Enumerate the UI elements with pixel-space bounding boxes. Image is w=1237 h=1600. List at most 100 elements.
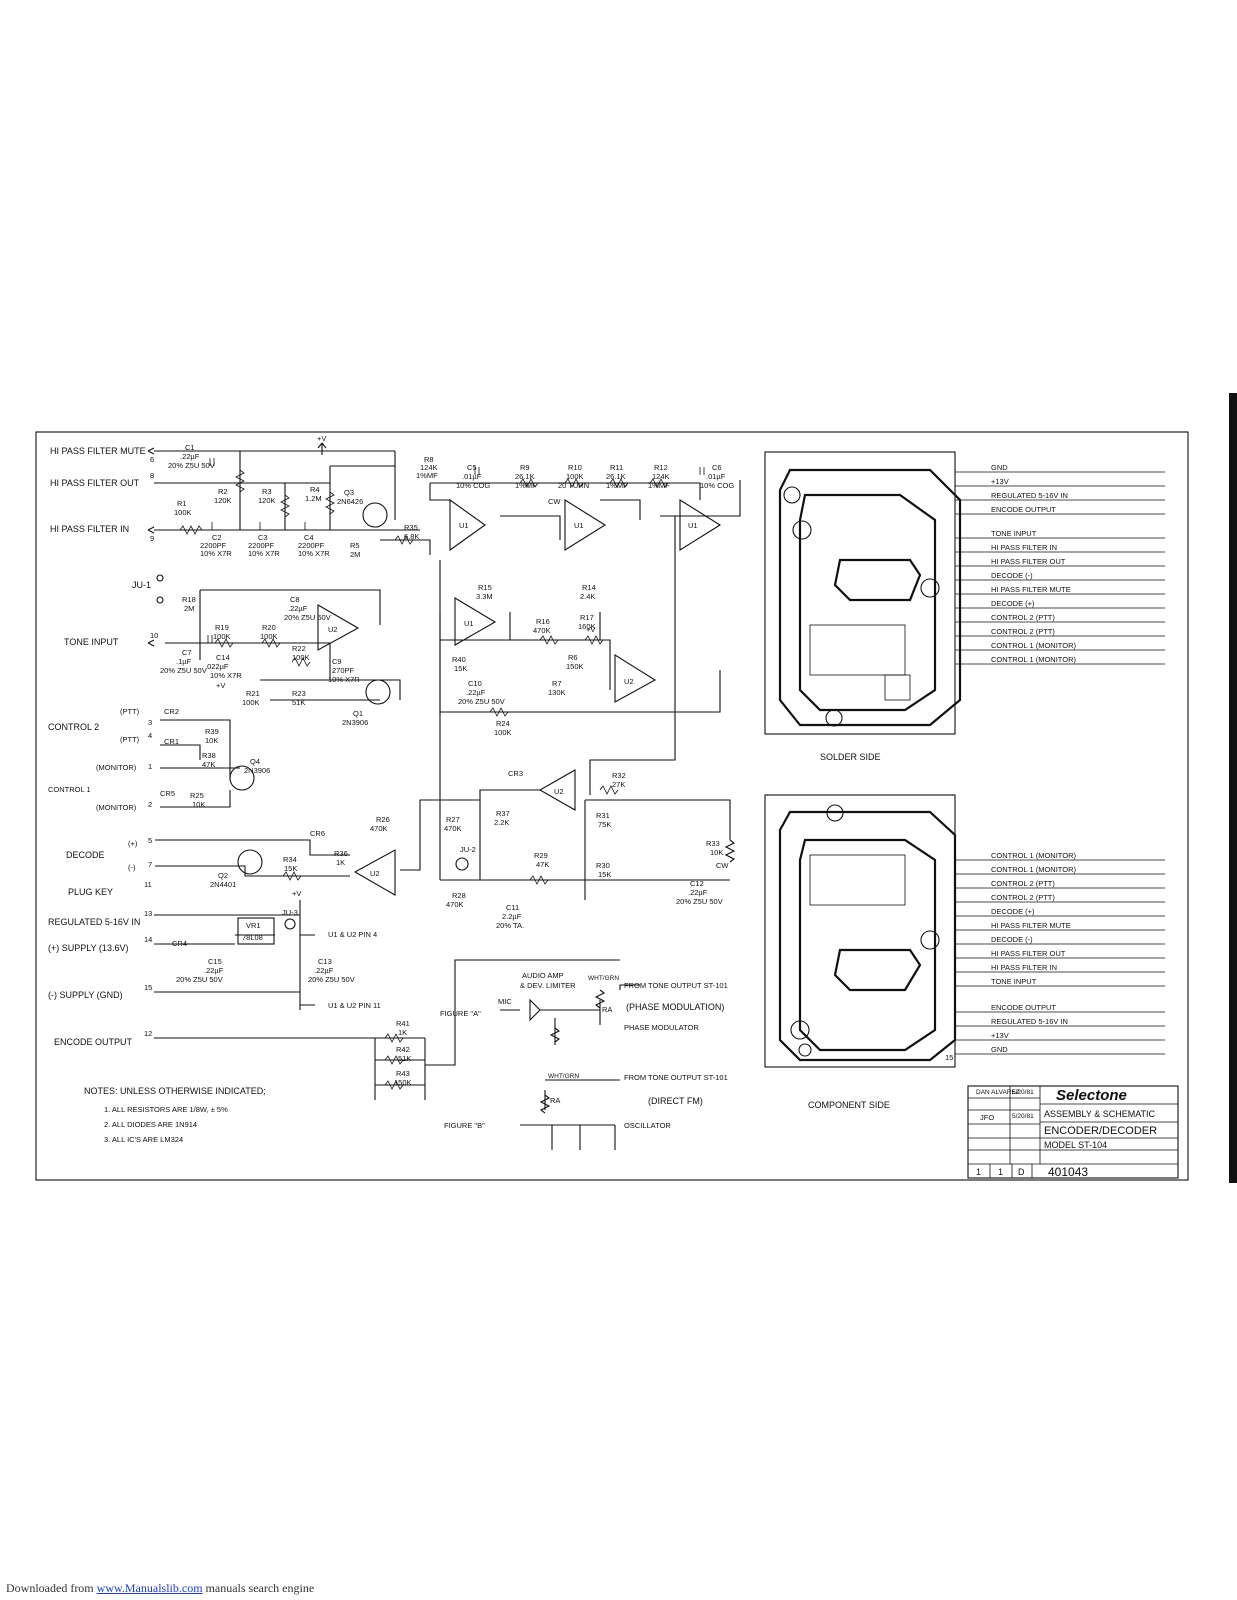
vplus-1: +V xyxy=(317,434,326,443)
svg-text:124K: 124K xyxy=(652,472,670,481)
pin-1: 1 xyxy=(148,762,152,771)
r3-ref: R3 xyxy=(262,487,272,496)
c2-ref: C2 xyxy=(212,533,222,542)
manualslib-link[interactable]: www.Manualslib.com xyxy=(96,1581,203,1595)
drawing-number: 401043 xyxy=(1048,1165,1088,1179)
svg-text:R12: R12 xyxy=(654,463,668,472)
svg-text:20% Z5U 50V: 20% Z5U 50V xyxy=(284,613,331,622)
r35-ref: R35 xyxy=(404,523,418,532)
ss-conn-2: REGULATED 5-16V IN xyxy=(991,491,1068,500)
svg-text:R16: R16 xyxy=(536,617,550,626)
svg-text:100K: 100K xyxy=(566,472,584,481)
r34-ref: R34 xyxy=(283,855,297,864)
c13-spec: 20% Z5U 50V xyxy=(308,975,355,984)
r40-val: 15K xyxy=(454,664,467,673)
pin-12: 12 xyxy=(144,1029,152,1038)
vr1-ref: VR1 xyxy=(246,921,261,930)
r16-val: 470K xyxy=(533,626,551,635)
r22-val: 100K xyxy=(292,653,310,662)
pin-14: 14 xyxy=(144,935,152,944)
c4-val: 2200PF xyxy=(298,541,325,550)
decode-minus: (-) xyxy=(128,863,136,872)
svg-text:R27: R27 xyxy=(446,815,460,824)
u1-label-a: U1 xyxy=(459,521,469,530)
svg-text:R11: R11 xyxy=(610,463,623,472)
svg-text:10% COG: 10% COG xyxy=(456,481,490,490)
ss-conn-12: CONTROL 1 (MONITOR) xyxy=(991,641,1077,650)
q1-val: 2N3906 xyxy=(342,718,368,727)
r27-ref: R27 xyxy=(446,815,460,824)
svg-text:1%MF: 1%MF xyxy=(515,481,537,490)
svg-text:C15: C15 xyxy=(208,957,222,966)
c13-val: .22µF xyxy=(314,966,334,975)
cs-conn-11: REGULATED 5-16V IN xyxy=(991,1017,1068,1026)
scan-edge-bar xyxy=(1229,393,1237,1183)
component-side-title: COMPONENT SIDE xyxy=(808,1100,890,1110)
left-labels: HI PASS FILTER MUTE HI PASS FILTER OUT H… xyxy=(48,446,151,1047)
c2-spec: 10% X7R xyxy=(200,549,232,558)
svg-text:C3: C3 xyxy=(258,533,268,542)
svg-text:3.3M: 3.3M xyxy=(476,592,493,601)
svg-text:C8: C8 xyxy=(290,595,300,604)
svg-text:1%MF: 1%MF xyxy=(648,481,670,490)
r11-spec: 1%MF xyxy=(606,481,628,490)
cs-conn-10: ENCODE OUTPUT xyxy=(991,1003,1056,1012)
r4-ref: R4 xyxy=(310,485,320,494)
svg-text:20% TA.: 20% TA. xyxy=(496,921,524,930)
svg-text:100K: 100K xyxy=(213,632,231,641)
cs-conn-8: HI PASS FILTER IN xyxy=(991,963,1057,972)
label-regulated-in: REGULATED 5-16V IN xyxy=(48,917,140,927)
svg-text:C9: C9 xyxy=(332,657,342,666)
title-line-2: ENCODER/DECODER xyxy=(1044,1125,1157,1137)
r38-val: 47K xyxy=(202,760,215,769)
pin-13: 13 xyxy=(144,909,152,918)
model-number: MODEL ST-104 xyxy=(1044,1140,1107,1150)
r27-val: 470K xyxy=(444,824,462,833)
label-control-1: CONTROL 1 xyxy=(48,785,91,794)
fig-b-label: FIGURE "B" xyxy=(444,1121,485,1130)
label-hpf-out: HI PASS FILTER OUT xyxy=(50,478,140,488)
component-symbols xyxy=(156,442,736,1090)
pin-6: 6 xyxy=(150,455,154,464)
svg-text:10% X7R: 10% X7R xyxy=(210,671,242,680)
r9-spec: 1%MF xyxy=(515,481,537,490)
c11-val: 2.2µF xyxy=(502,912,522,921)
opamp-u1-a xyxy=(449,498,486,552)
svg-text:C11: C11 xyxy=(506,903,519,912)
u2-label-a: U2 xyxy=(328,625,338,634)
svg-text:R26: R26 xyxy=(376,815,390,824)
svg-text:120K: 120K xyxy=(258,496,276,505)
r10-spec: 20 TURN xyxy=(558,481,589,490)
ss-conn-0: GND xyxy=(991,463,1008,472)
svg-text:R37: R37 xyxy=(496,809,510,818)
r36-ref: R36 xyxy=(334,849,348,858)
q2-ref: Q2 xyxy=(218,871,228,880)
ss-conn-7: DECODE (-) xyxy=(991,571,1033,580)
svg-text:R25: R25 xyxy=(190,791,204,800)
c12-ref: C12 xyxy=(690,879,704,888)
cs-conn-5: HI PASS FILTER MUTE xyxy=(991,921,1071,930)
r14-val: 2.4K xyxy=(580,592,595,601)
r41-val: 1K xyxy=(398,1028,407,1037)
cr3-ref: CR3 xyxy=(508,769,523,778)
c11-spec: 20% TA. xyxy=(496,921,524,930)
svg-text:R22: R22 xyxy=(292,644,306,653)
svg-text:10K: 10K xyxy=(710,848,723,857)
r20-val: 100K xyxy=(260,632,278,641)
cr6-label: CR6 xyxy=(310,829,325,838)
fig-a-wire: WHT/GRN xyxy=(588,975,619,982)
r23-val: 51K xyxy=(292,698,305,707)
svg-text:R5: R5 xyxy=(350,541,360,550)
drawn-by: DAN ALVAREZ xyxy=(976,1089,1020,1096)
svg-text:R28: R28 xyxy=(452,891,466,900)
r25-val: 10K xyxy=(192,800,205,809)
svg-text:10% X7R: 10% X7R xyxy=(298,549,330,558)
ss-conn-5: HI PASS FILTER IN xyxy=(991,543,1057,552)
r14-ref: R14 xyxy=(582,583,596,592)
r11-val: 26.1K xyxy=(606,472,626,481)
solder-side-title: SOLDER SIDE xyxy=(820,752,881,762)
footer-suffix: manuals search engine xyxy=(205,1581,315,1595)
note-1: 1. ALL RESISTORS ARE 1/8W, ± 5% xyxy=(104,1105,228,1114)
fig-a-from: FROM TONE OUTPUT ST-101 xyxy=(624,981,728,990)
svg-text:.022µF: .022µF xyxy=(205,662,229,671)
